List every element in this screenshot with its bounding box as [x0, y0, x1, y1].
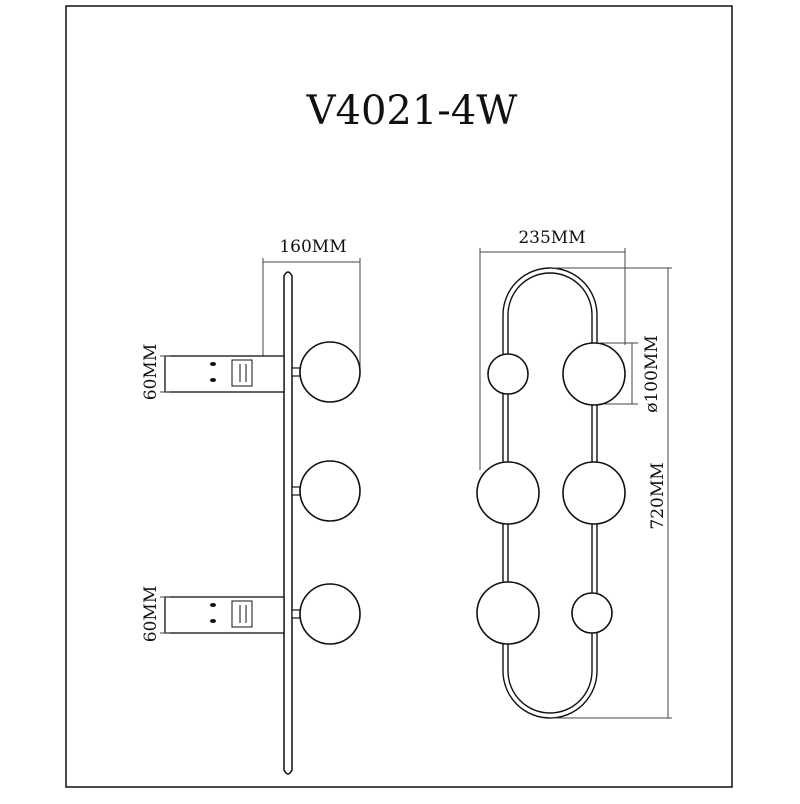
front-globe-back-top	[487, 353, 529, 395]
side-socket-2	[291, 486, 301, 496]
mount-detail-top	[231, 359, 253, 387]
front-width-label: 235MM	[518, 228, 585, 248]
front-globe-top-right	[562, 342, 626, 406]
side-globe-2	[299, 460, 361, 522]
side-globe-3	[299, 583, 361, 645]
screw-top-2	[210, 378, 216, 382]
side-backplate	[283, 271, 293, 775]
front-height-label: 720MM	[648, 462, 668, 529]
side-socket-3	[291, 609, 301, 619]
model-title: V4021-4W	[306, 88, 518, 134]
mount-block-top	[164, 355, 285, 393]
mount-top-label: 60MM	[141, 344, 161, 400]
side-globe-1	[299, 341, 361, 403]
side-width-label: 160MM	[279, 237, 346, 257]
mount-detail-bottom	[231, 600, 253, 628]
front-globe-back-bottom	[571, 592, 613, 634]
mount-bottom-label: 60MM	[141, 586, 161, 642]
front-globe-middle-right	[562, 461, 626, 525]
mount-block-bottom	[164, 596, 285, 634]
screw-top-1	[210, 362, 216, 366]
front-globe-middle-left	[476, 461, 540, 525]
side-socket-1	[291, 367, 301, 377]
screw-bottom-1	[210, 603, 216, 607]
front-globe-bottom-left	[476, 581, 540, 645]
front-view: 235MM 720MM ø100MM	[476, 228, 672, 719]
screw-bottom-2	[210, 619, 216, 623]
side-view: 160MM 60MM 60MM	[141, 237, 361, 775]
globe-diameter-label: ø100MM	[642, 335, 662, 413]
drawing-frame	[65, 5, 733, 788]
